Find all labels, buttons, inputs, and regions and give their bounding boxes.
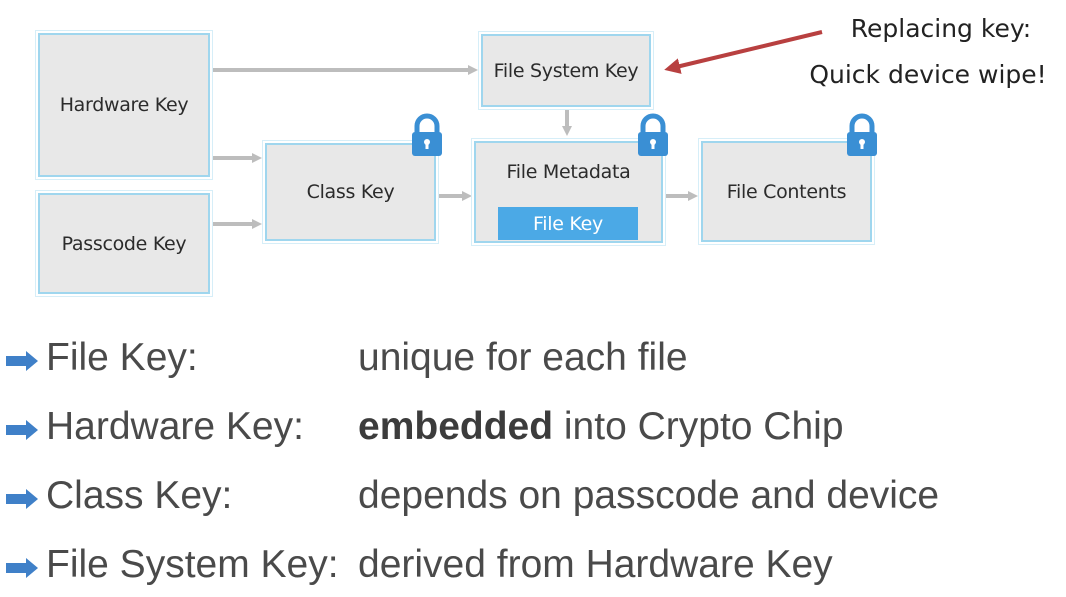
bullet-description: unique for each file <box>358 336 688 379</box>
bullet-description-rest: into Crypto Chip <box>553 405 844 448</box>
annotation-arrow <box>664 30 823 74</box>
arrow-bullet-icon <box>6 489 38 509</box>
bullet-term: File System Key: <box>46 543 339 586</box>
bullet-description: derived from Hardware Key <box>358 543 833 586</box>
file-key-pill: File Key <box>498 207 638 240</box>
bullet-term: File Key: <box>46 336 198 379</box>
annotation-text: Replacing key: Quick device wipe! <box>800 6 1066 98</box>
list-item: Hardware Key: embedded into Crypto Chip <box>0 399 1066 459</box>
annotation-line-1: Replacing key: <box>850 14 1032 43</box>
bullet-description: embedded into Crypto Chip <box>358 405 844 449</box>
lock-icon <box>412 113 442 156</box>
bullet-emphasis: embedded <box>358 405 554 448</box>
diagram-connectors <box>210 30 823 229</box>
lock-icon <box>847 113 877 156</box>
list-item: File System Key: derived from Hardware K… <box>0 537 1066 597</box>
bullet-term: Hardware Key: <box>46 405 304 448</box>
class-key-box: Class Key <box>265 143 436 241</box>
passcode-key-box: Passcode Key <box>38 193 210 294</box>
key-hierarchy-diagram: Hardware Key Passcode Key Class Key File… <box>38 6 1066 294</box>
lock-icon <box>638 113 668 156</box>
annotation-line-2: Quick device wipe! <box>809 60 1047 89</box>
bullet-description: depends on passcode and device <box>358 474 940 517</box>
file-metadata-label: File Metadata <box>506 161 631 183</box>
list-item: File Key: unique for each file <box>0 330 1066 390</box>
file-metadata-box: File Metadata File Key <box>474 141 663 243</box>
file-system-key-box: File System Key <box>481 34 651 107</box>
file-contents-box: File Contents <box>701 141 872 242</box>
arrow-bullet-icon <box>6 558 38 578</box>
arrow-bullet-icon <box>6 420 38 440</box>
list-item: Class Key: depends on passcode and devic… <box>0 468 1066 528</box>
hardware-key-box: Hardware Key <box>38 33 210 177</box>
bullet-term: Class Key: <box>46 474 233 517</box>
arrow-bullet-icon <box>6 351 38 371</box>
